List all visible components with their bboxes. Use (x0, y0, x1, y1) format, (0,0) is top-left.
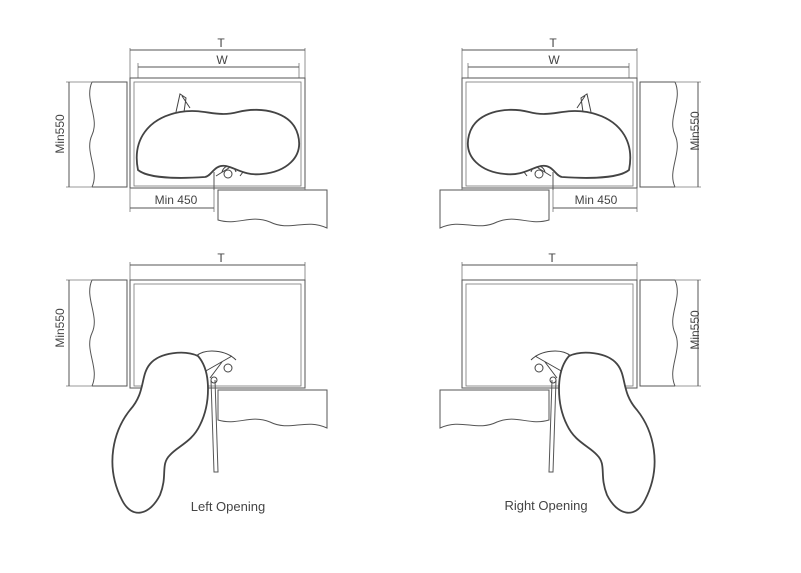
dimension-t-label: T (548, 251, 556, 265)
diagram-top-right: T W Min550 Min 450 (439, 36, 702, 229)
dimension-w-label: W (216, 53, 228, 67)
caption-right-opening: Right Opening (504, 498, 587, 513)
dimension-min-depth-label: Min550 (688, 310, 702, 350)
diagram-bottom-left: T Min550 Left Opening (53, 251, 328, 514)
dimension-min-width-label: Min 450 (575, 193, 618, 207)
caption-left-opening: Left Opening (191, 499, 265, 514)
dimension-t-label: T (217, 36, 225, 50)
diagram-bottom-right: T Min550 Right Opening (439, 251, 702, 514)
diagram-top-left: T W Min550 Min 450 (53, 36, 328, 229)
dimension-w-label: W (548, 53, 560, 67)
dimension-min-width-label: Min 450 (155, 193, 198, 207)
dimension-min-depth-label: Min550 (53, 114, 67, 154)
dimension-min-depth-label: Min550 (688, 111, 702, 151)
dimension-min-depth-label: Min550 (53, 308, 67, 348)
dimension-t-label: T (217, 251, 225, 265)
dimension-t-label: T (549, 36, 557, 50)
